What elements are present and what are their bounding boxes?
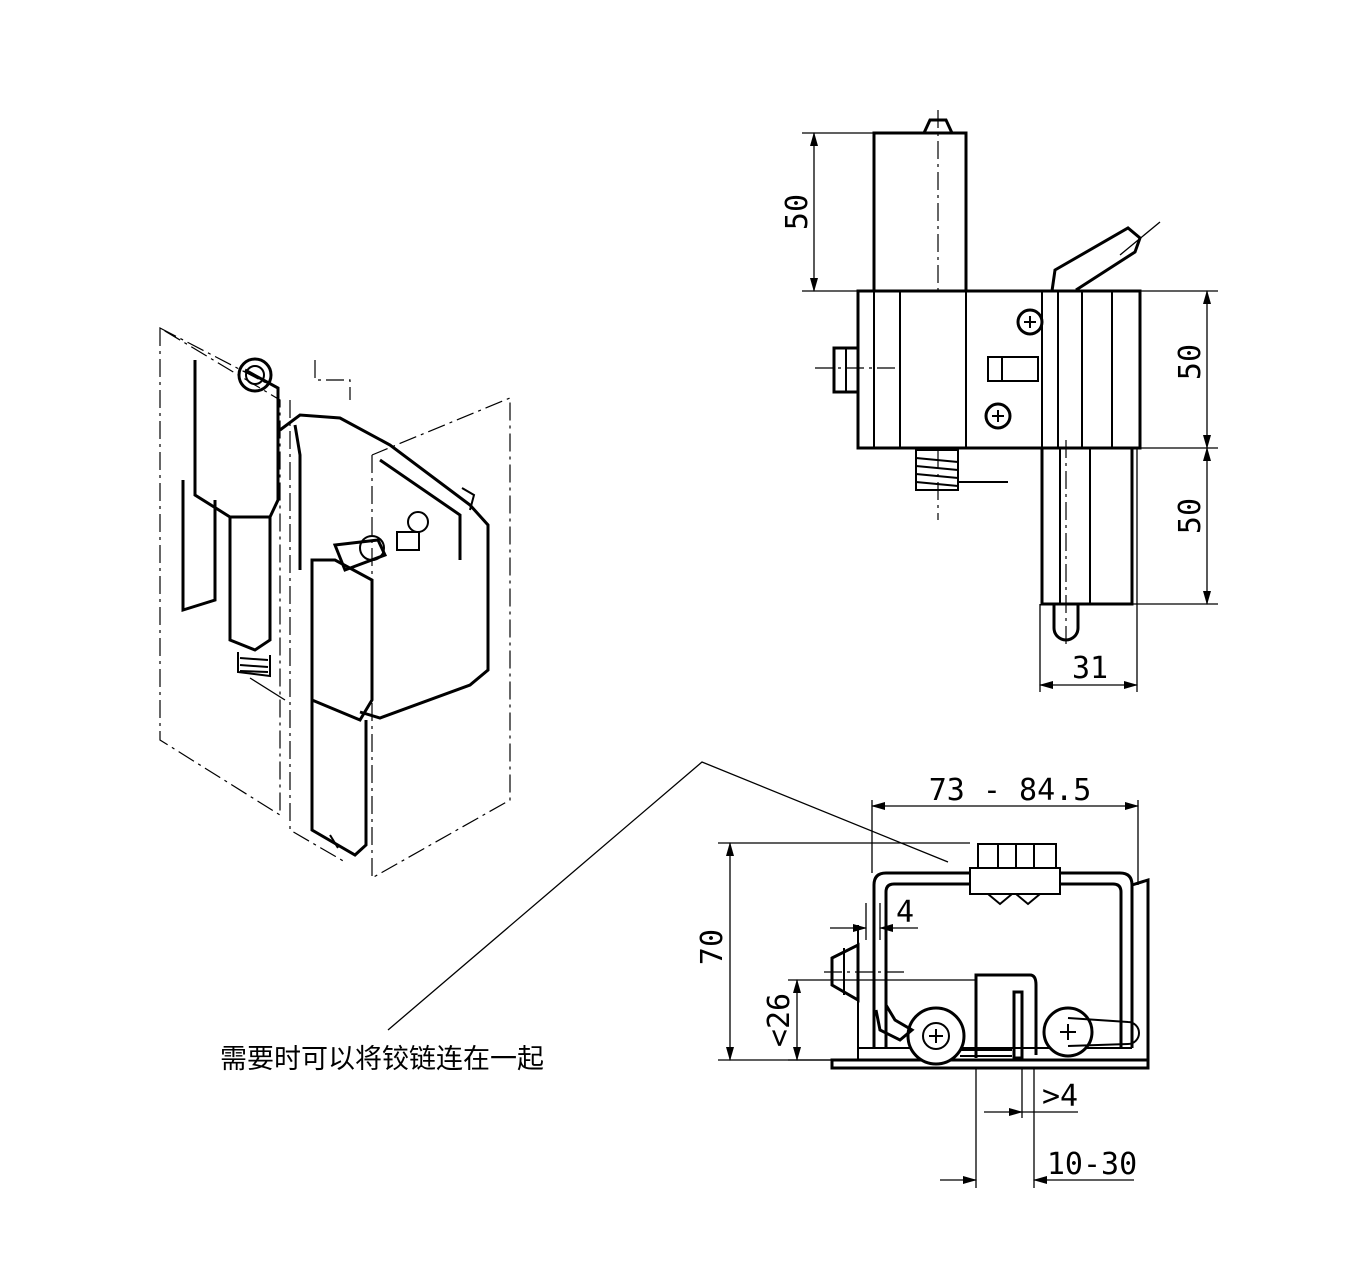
annotation-note: 需要时可以将铰链连在一起 — [220, 1044, 544, 1075]
dim-right-lower-height: 50 — [1173, 498, 1208, 534]
front-view — [815, 110, 1161, 645]
dim-thickness: 4 — [896, 895, 914, 930]
isometric-view — [159, 326, 511, 880]
dim-span-width: 73 - 84.5 — [929, 773, 1092, 808]
dim-top-height: 50 — [780, 194, 815, 230]
dim-bottom-width: 31 — [1072, 651, 1108, 686]
plan-view-dimensions — [718, 800, 1139, 1188]
dim-max-depth: <26 — [762, 993, 797, 1047]
plan-view — [387, 761, 1150, 1070]
dim-offset-range: 10-30 — [1047, 1147, 1137, 1182]
dim-min-gap: >4 — [1042, 1079, 1078, 1114]
dim-overall-height: 70 — [695, 929, 730, 965]
dim-right-upper-height: 50 — [1173, 344, 1208, 380]
front-view-dimensions — [802, 132, 1218, 692]
